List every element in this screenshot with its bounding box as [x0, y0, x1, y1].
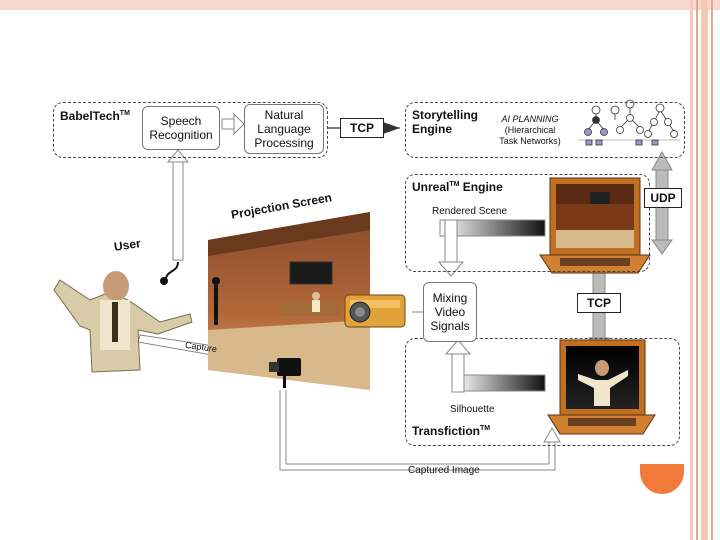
unreal-label: UnrealTM Engine	[412, 180, 503, 194]
babeltech-label: BabelTechTM	[60, 109, 130, 123]
unreal-tm: TM	[449, 181, 460, 188]
storytelling-label: Storytelling Engine	[412, 108, 478, 136]
unreal-name: Unreal	[412, 180, 450, 194]
transfiction-name: Transfiction	[412, 424, 481, 438]
mixing-video-signals-box: Mixing Video Signals	[423, 282, 477, 342]
nlp-box: Natural Language Processing	[244, 104, 324, 154]
speech-recognition-line1: Speech	[160, 114, 202, 128]
stripe-4	[711, 0, 713, 540]
udp-box: UDP	[644, 188, 682, 208]
arrow-silhouette	[444, 339, 546, 393]
transfiction-group	[405, 338, 680, 446]
mixing-line1: Mixing	[432, 291, 468, 305]
babeltech-group	[53, 102, 328, 158]
arrow-mic-to-speech	[160, 149, 190, 285]
projector-image	[344, 294, 406, 328]
slide-top-bar	[0, 0, 720, 10]
babeltech-name: BabelTech	[60, 109, 120, 123]
arrow-rendered-scene	[437, 219, 546, 277]
stripe-3	[701, 0, 708, 540]
mixing-line3: Signals	[430, 319, 470, 333]
speech-recognition-line2: Recognition	[149, 128, 213, 142]
storytelling-group	[405, 102, 685, 158]
ai-planning-title: AI PLANNING	[501, 114, 559, 124]
transfiction-tm: TM	[480, 425, 491, 432]
unreal-group	[405, 174, 650, 272]
tcp-top-box: TCP	[340, 118, 384, 138]
laptop-transfiction-image	[547, 339, 656, 435]
user-figure	[53, 271, 193, 373]
unreal-suffix: Engine	[459, 180, 503, 194]
nlp-line1: Natural	[264, 108, 304, 122]
mixing-line2: Video	[434, 305, 466, 319]
camera-image	[269, 358, 301, 388]
nlp-line2: Language	[257, 122, 311, 136]
system-diagram: BabelTechTM Speech Recognition Natural L…	[40, 90, 690, 485]
ai-planning-line2: Task Networks)	[499, 136, 561, 146]
speech-recognition-box: Speech Recognition	[142, 106, 220, 150]
arrow-speech-to-nlp	[221, 112, 245, 136]
stripe-1	[690, 0, 693, 540]
storytelling-line2: Engine	[412, 122, 453, 136]
stripe-2	[696, 0, 698, 540]
captured-image-label: Captured Image	[408, 465, 480, 476]
ai-planning-label: AI PLANNING (Hierarchical Task Networks)	[486, 114, 574, 147]
laptop-unreal-image	[539, 177, 651, 274]
ai-planning-line1: (Hierarchical	[504, 125, 556, 135]
silhouette-label: Silhouette	[450, 404, 495, 415]
nlp-line3: Processing	[254, 136, 314, 150]
arrow-tcp-to-storytelling	[383, 122, 400, 134]
transfiction-label: TransfictionTM	[412, 424, 490, 438]
babeltech-tm: TM	[119, 110, 130, 117]
arrow-captured-image	[279, 390, 561, 471]
projection-screen-image	[208, 212, 370, 390]
tcp-mid-box: TCP	[577, 293, 621, 313]
storytelling-line1: Storytelling	[412, 108, 479, 122]
slide-right-stripes	[690, 0, 720, 540]
rendered-scene-label: Rendered Scene	[432, 206, 508, 217]
